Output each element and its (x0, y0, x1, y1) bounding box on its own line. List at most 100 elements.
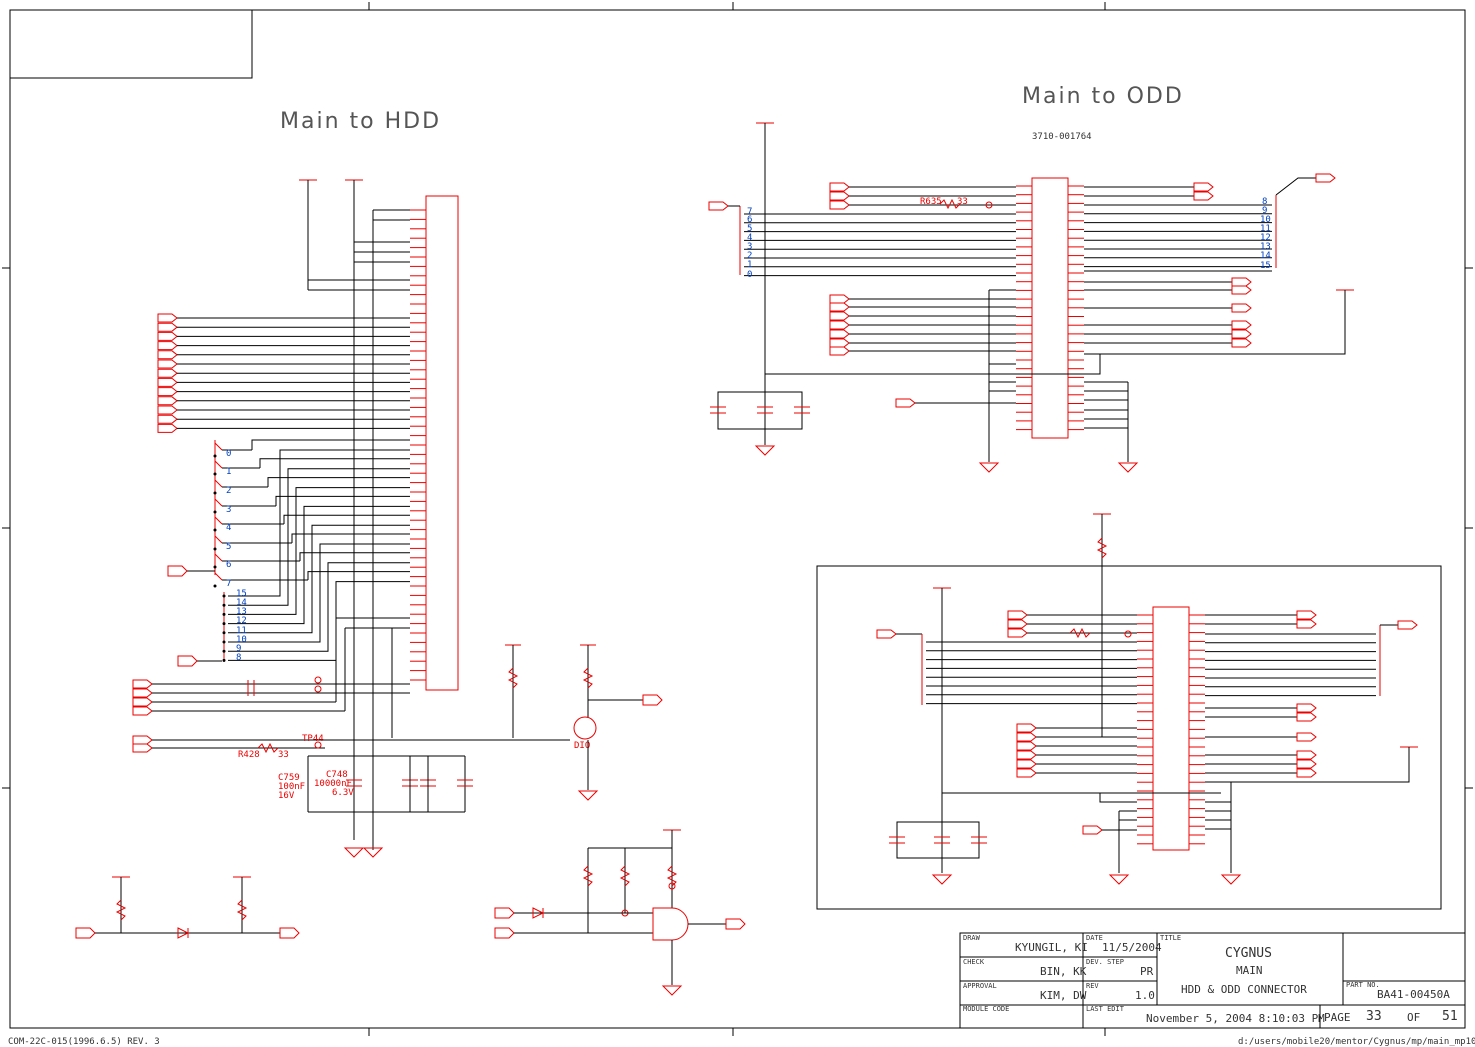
bus-wire (228, 468, 410, 606)
svg-text:0: 0 (226, 449, 231, 459)
svg-text:13: 13 (236, 607, 247, 617)
bus-junction (213, 584, 217, 588)
decoupling-box (896, 821, 980, 859)
signal-flag (157, 423, 178, 433)
bus-junction (213, 454, 217, 458)
signal-wire (765, 354, 1101, 375)
signal-flag (157, 350, 178, 360)
hdd-decoupling-caps (307, 755, 473, 858)
alt-odd-signals (876, 513, 1418, 885)
bus-entry (214, 516, 223, 525)
svg-text:R635: R635 (920, 197, 942, 207)
ground-symbol (754, 445, 776, 456)
signal-flag (829, 302, 850, 312)
signal-flag (1016, 759, 1037, 769)
signal-flag (1231, 320, 1252, 330)
svg-text:C748: C748 (326, 770, 348, 780)
svg-text:PAGE: PAGE (1324, 1011, 1351, 1024)
svg-text:10: 10 (1260, 215, 1271, 225)
signal-flag (829, 329, 850, 339)
bus-junction (213, 528, 217, 532)
bus-junction (213, 565, 217, 569)
svg-text:10000nF: 10000nF (314, 779, 352, 789)
svg-text:11: 11 (236, 626, 247, 636)
signal-flag (1296, 703, 1317, 713)
svg-text:8: 8 (1262, 197, 1267, 207)
odd-left-bus-labels: 7 6 5 4 3 2 1 0 (747, 207, 752, 280)
signal-flag (876, 629, 897, 639)
signal-flag (1193, 191, 1214, 201)
ground-symbol (978, 462, 1000, 473)
resistor (1096, 537, 1108, 559)
signal-flag (1193, 182, 1214, 192)
svg-text:5: 5 (226, 542, 231, 552)
signal-wire (1084, 290, 1346, 355)
svg-text:7: 7 (226, 579, 231, 589)
svg-text:16V: 16V (278, 791, 295, 801)
signal-flag (157, 414, 178, 424)
bus-wire (228, 449, 410, 597)
svg-text:7: 7 (747, 207, 752, 217)
signal-flag (1016, 750, 1037, 760)
odd-part-number: 3710-001764 (1032, 132, 1092, 142)
sheet-border (9, 9, 1466, 1029)
bus-wire (228, 543, 410, 643)
signal-flag (829, 311, 850, 321)
signal-flag (829, 338, 850, 348)
svg-text:DATE: DATE (1086, 934, 1103, 942)
bus-entry (214, 479, 223, 488)
footer-form-code: COM-22C-015(1996.6.5) REV. 3 (8, 1037, 160, 1047)
corner-box (9, 9, 253, 79)
bus-entry (214, 553, 223, 562)
signal-flag (1296, 768, 1317, 778)
hdd-component-labels: R428 33 TP44 C759 100nF 16V C748 10000nF… (238, 734, 354, 801)
bus-junction (222, 622, 226, 626)
svg-text:6: 6 (747, 215, 752, 225)
bottom-left-diode-circuit (75, 876, 300, 939)
alt-odd-box (816, 565, 1442, 910)
bus-junction (222, 640, 226, 644)
bus-junction (213, 491, 217, 495)
svg-text:2: 2 (226, 486, 231, 496)
svg-text:TITLE: TITLE (1160, 934, 1181, 942)
svg-text:33: 33 (957, 197, 968, 207)
svg-text:14: 14 (236, 598, 247, 608)
bus-entry (214, 460, 223, 469)
signal-wire (1275, 177, 1316, 196)
bus-junction (222, 594, 226, 598)
svg-text:2: 2 (747, 251, 752, 261)
signal-flag (1315, 173, 1336, 183)
signal-flag (708, 201, 729, 211)
hdd-data-bus (213, 439, 410, 662)
svg-text:11: 11 (1260, 224, 1271, 234)
bus-wire (228, 505, 410, 625)
hdd-left-signals (157, 313, 410, 433)
odd-connector (1016, 177, 1084, 439)
ground-symbol (1117, 462, 1139, 473)
bus-wire (228, 562, 410, 652)
svg-text:REV: REV (1086, 982, 1099, 990)
svg-text:TP44: TP44 (302, 734, 324, 744)
svg-text:PART NO.: PART NO. (1346, 981, 1380, 989)
svg-text:0: 0 (747, 270, 752, 280)
signal-flag (829, 320, 850, 330)
svg-text:15: 15 (1260, 261, 1271, 271)
svg-text:R428: R428 (238, 750, 260, 760)
bus-junction (213, 472, 217, 476)
bus-wire (251, 439, 410, 450)
svg-text:C759: C759 (278, 773, 300, 783)
svg-text:9: 9 (236, 644, 241, 654)
signal-wire (1205, 747, 1410, 783)
bus-wire (307, 571, 410, 580)
ground-symbol (1220, 874, 1242, 885)
signal-flag (157, 322, 178, 332)
svg-text:13: 13 (1260, 242, 1271, 252)
resistor (1069, 627, 1091, 639)
bus-junction (222, 612, 226, 616)
svg-text:1: 1 (226, 467, 231, 477)
bus-junction (222, 631, 226, 635)
bus-wire (228, 487, 410, 615)
signal-flag (157, 377, 178, 387)
svg-text:3: 3 (226, 505, 231, 515)
